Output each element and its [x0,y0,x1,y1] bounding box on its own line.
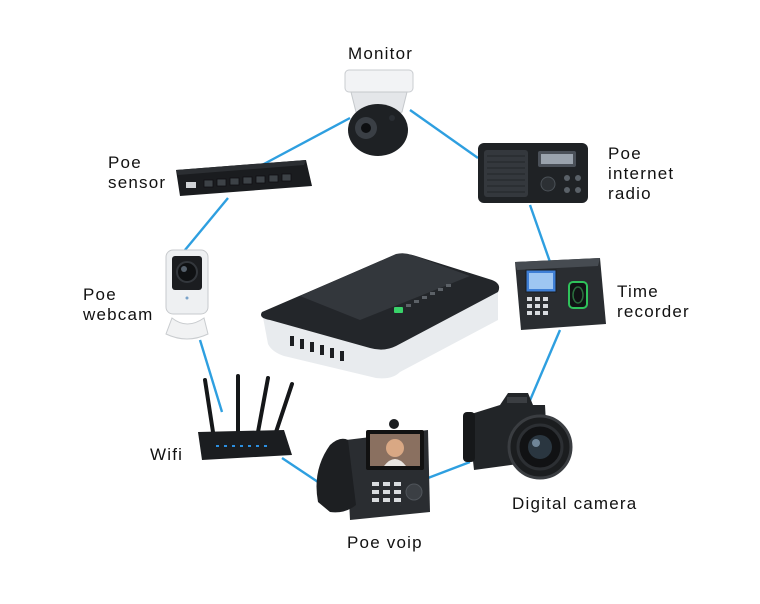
label-webcam-line-1: Poe [83,285,117,304]
link-sensor-monitor [261,116,351,167]
network-switch-icon [176,160,312,196]
link-wifi-webcam [198,339,224,413]
link-time-camera [526,329,562,406]
label-poe-internet-radio: Poe internet radio [608,144,674,204]
radio-icon [478,143,588,203]
label-time-recorder: Time recorder [617,282,690,322]
label-radio-line-2: internet [608,164,675,183]
link-radio-time [528,204,552,263]
label-monitor-line-1: Monitor [348,44,414,63]
label-wifi-line-1: Wifi [150,445,184,464]
label-poe-voip: Poe voip [347,533,423,553]
label-sensor-line-1: Poe [108,153,142,172]
poe-switch-hub-icon [261,253,500,379]
label-sensor-line-2: sensor [108,173,167,192]
ptz-camera-icon [344,69,414,156]
link-monitor-radio [409,109,479,159]
label-poe-sensor: Poe sensor [108,153,166,193]
label-wifi: Wifi [150,445,183,465]
label-radio-line-1: Poe [608,144,642,163]
webcam-icon [165,249,209,340]
label-digital-camera: Digital camera [512,494,637,514]
label-time-line-1: Time [617,282,659,301]
label-poe-webcam: Poe webcam [83,285,154,325]
link-camera-voip [427,460,471,480]
fingerprint-terminal-icon [515,258,606,330]
label-radio-line-3: radio [608,184,652,203]
wifi-router-icon [198,374,294,460]
label-voip-line-1: Poe voip [347,533,423,552]
dslr-camera-icon [463,393,573,480]
label-time-line-2: recorder [617,302,690,321]
voip-phone-icon [316,419,430,520]
label-monitor: Monitor [348,44,413,64]
label-camera-line-1: Digital camera [512,494,638,513]
link-webcam-sensor [184,197,229,251]
label-webcam-line-2: webcam [83,305,154,324]
